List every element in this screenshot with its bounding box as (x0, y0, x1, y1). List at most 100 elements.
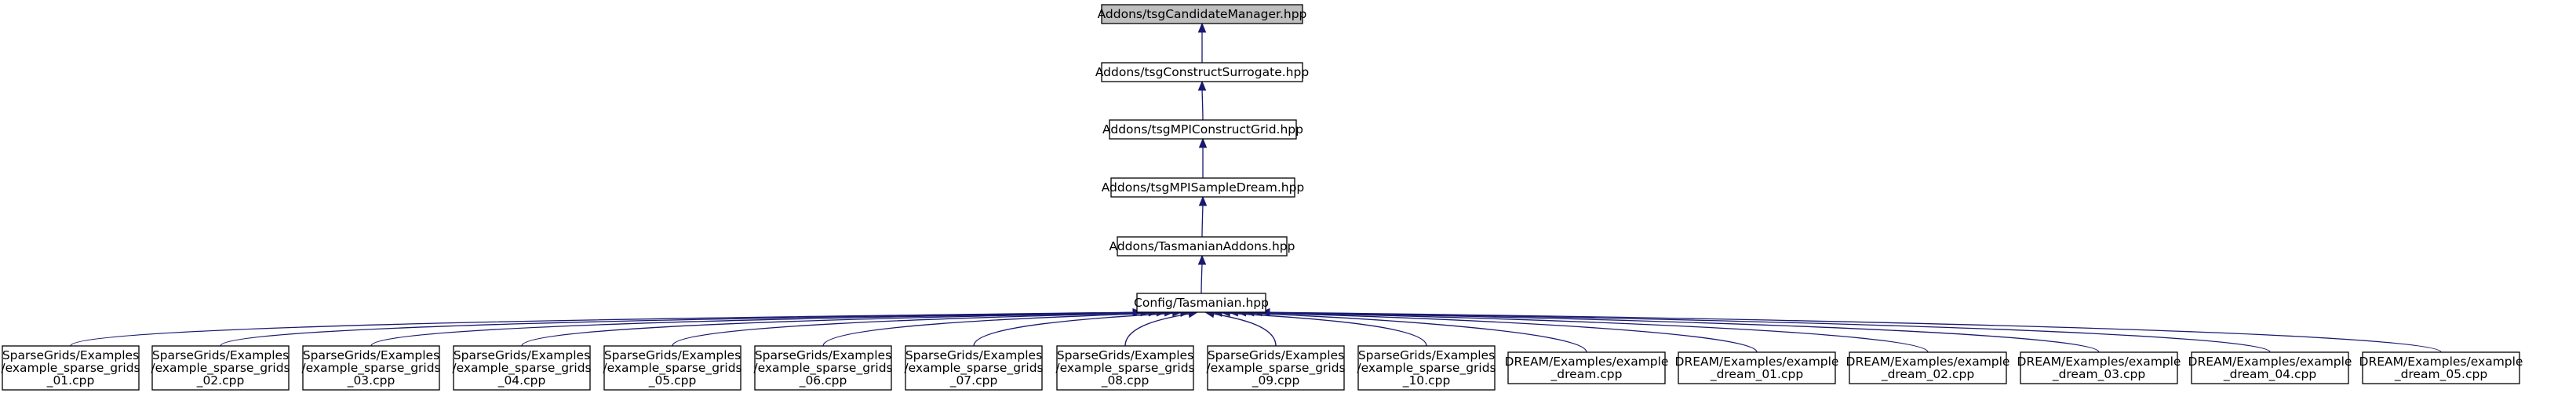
node-l0[interactable]: SparseGrids/Examples/example_sparse_grid… (1, 345, 140, 391)
node-label: /example_sparse_grids (603, 361, 741, 376)
edge-line (1124, 313, 1190, 347)
node-box (1136, 293, 1266, 313)
node-label: _dream_03.cpp (2052, 367, 2145, 382)
node-l7[interactable]: SparseGrids/Examples/example_sparse_grid… (1055, 345, 1195, 391)
node-label: /example_sparse_grids (1206, 361, 1345, 376)
node-l1[interactable]: SparseGrids/Examples/example_sparse_grid… (151, 345, 290, 391)
node-n5[interactable]: Config/Tasmanian.hpp (1134, 293, 1269, 313)
node-label: /example_sparse_grids (452, 361, 591, 376)
node-box (453, 345, 591, 391)
edge-line (521, 311, 1158, 347)
node-box (1109, 119, 1297, 140)
edge-n3-to-n2 (1198, 137, 1208, 178)
node-label: _08.cpp (1101, 373, 1150, 388)
node-label: Addons/tsgMPIConstructGrid.hpp (1102, 122, 1303, 136)
node-label: SparseGrids/Examples (1358, 348, 1495, 362)
node-label: _dream_02.cpp (1881, 367, 1974, 382)
node-l10[interactable]: DREAM/Examples/example_dream.cpp (1505, 351, 1669, 384)
node-box (754, 345, 892, 391)
node-label: _09.cpp (1252, 373, 1300, 388)
edge-line (672, 311, 1166, 347)
node-l13[interactable]: DREAM/Examples/example_dream_03.cpp (2017, 351, 2181, 384)
edge-line (70, 311, 1135, 347)
node-label: /example_sparse_grids (753, 361, 892, 376)
node-l3[interactable]: SparseGrids/Examples/example_sparse_grid… (452, 345, 592, 391)
node-n2[interactable]: Addons/tsgMPIConstructGrid.hpp (1102, 119, 1303, 140)
edge-line (220, 311, 1142, 347)
node-l12[interactable]: DREAM/Examples/example_dream_02.cpp (1846, 351, 2010, 384)
edge-line (1260, 311, 2271, 353)
node-box (1357, 345, 1496, 391)
node-box (1849, 351, 2007, 384)
node-l15[interactable]: DREAM/Examples/example_dream_05.cpp (2359, 351, 2523, 384)
node-l2[interactable]: SparseGrids/Examples/example_sparse_grid… (301, 345, 441, 391)
edge-line (973, 311, 1182, 347)
edge-n5-to-n4 (1197, 254, 1207, 294)
node-label: SparseGrids/Examples (755, 348, 891, 362)
node-label: _dream_04.cpp (2223, 367, 2316, 382)
node-label: DREAM/Examples/example (1505, 355, 1669, 369)
node-label: _07.cpp (949, 373, 998, 388)
node-label: _04.cpp (497, 373, 546, 388)
node-label: Addons/tsgCandidateManager.hpp (1098, 7, 1307, 21)
node-box (302, 345, 440, 391)
edge-line (370, 311, 1150, 347)
node-l11[interactable]: DREAM/Examples/example_dream_01.cpp (1675, 351, 1839, 384)
node-box (1207, 345, 1345, 391)
node-label: Addons/tsgMPISampleDream.hpp (1102, 180, 1305, 195)
node-l14[interactable]: DREAM/Examples/example_dream_04.cpp (2188, 351, 2352, 384)
node-box (905, 345, 1043, 391)
node-label: SparseGrids/Examples (303, 348, 439, 362)
node-box (2, 345, 140, 391)
node-label: SparseGrids/Examples (1057, 348, 1193, 362)
node-label: SparseGrids/Examples (2, 348, 139, 362)
node-label: Addons/TasmanianAddons.hpp (1109, 239, 1295, 253)
node-box (151, 345, 290, 391)
edge-line (1212, 313, 1277, 347)
node-label: SparseGrids/Examples (152, 348, 289, 362)
edge-arrowhead (1198, 195, 1208, 206)
node-box (1507, 351, 1666, 384)
node-label: DREAM/Examples/example (2188, 355, 2352, 369)
node-label: /example_sparse_grids (1357, 361, 1496, 376)
node-box (1110, 177, 1295, 198)
edge-n4-to-n3 (1198, 195, 1208, 238)
node-box (1101, 4, 1303, 24)
node-n3[interactable]: Addons/tsgMPISampleDream.hpp (1102, 177, 1305, 198)
node-box (2362, 351, 2520, 384)
node-label: _dream.cpp (1550, 367, 1623, 382)
node-box (603, 345, 741, 391)
edge-line (1229, 311, 1587, 353)
edge-l3-to-n5 (521, 308, 1167, 347)
node-label: SparseGrids/Examples (454, 348, 590, 362)
edge-layer (70, 22, 2442, 353)
node-box (2020, 351, 2178, 384)
node-box (1117, 236, 1288, 257)
node-label: Config/Tasmanian.hpp (1134, 296, 1269, 310)
edge-line (1252, 311, 2100, 353)
node-label: SparseGrids/Examples (905, 348, 1042, 362)
node-l8[interactable]: SparseGrids/Examples/example_sparse_grid… (1206, 345, 1346, 391)
node-n0[interactable]: Addons/tsgCandidateManager.hpp (1098, 4, 1307, 24)
node-l6[interactable]: SparseGrids/Examples/example_sparse_grid… (904, 345, 1044, 391)
edge-line (1201, 204, 1204, 238)
node-label: _03.cpp (347, 373, 395, 388)
node-box (1056, 345, 1194, 391)
node-l5[interactable]: SparseGrids/Examples/example_sparse_grid… (753, 345, 893, 391)
node-label: SparseGrids/Examples (604, 348, 741, 362)
node-label: /example_sparse_grids (1, 361, 140, 376)
edge-line (1268, 311, 2442, 353)
node-n4[interactable]: Addons/TasmanianAddons.hpp (1109, 236, 1295, 257)
node-l9[interactable]: SparseGrids/Examples/example_sparse_grid… (1357, 345, 1496, 391)
edge-line (1201, 263, 1203, 294)
edge-arrowhead (1197, 254, 1207, 265)
edge-arrowhead (1198, 137, 1208, 148)
node-l4[interactable]: SparseGrids/Examples/example_sparse_grid… (603, 345, 742, 391)
node-label: /example_sparse_grids (151, 361, 290, 376)
edge-arrowhead (1197, 80, 1207, 91)
node-label: SparseGrids/Examples (1208, 348, 1344, 362)
edge-n1-to-n0 (1197, 22, 1207, 63)
node-label: DREAM/Examples/example (1675, 355, 1839, 369)
node-n1[interactable]: Addons/tsgConstructSurrogate.hpp (1095, 62, 1309, 82)
